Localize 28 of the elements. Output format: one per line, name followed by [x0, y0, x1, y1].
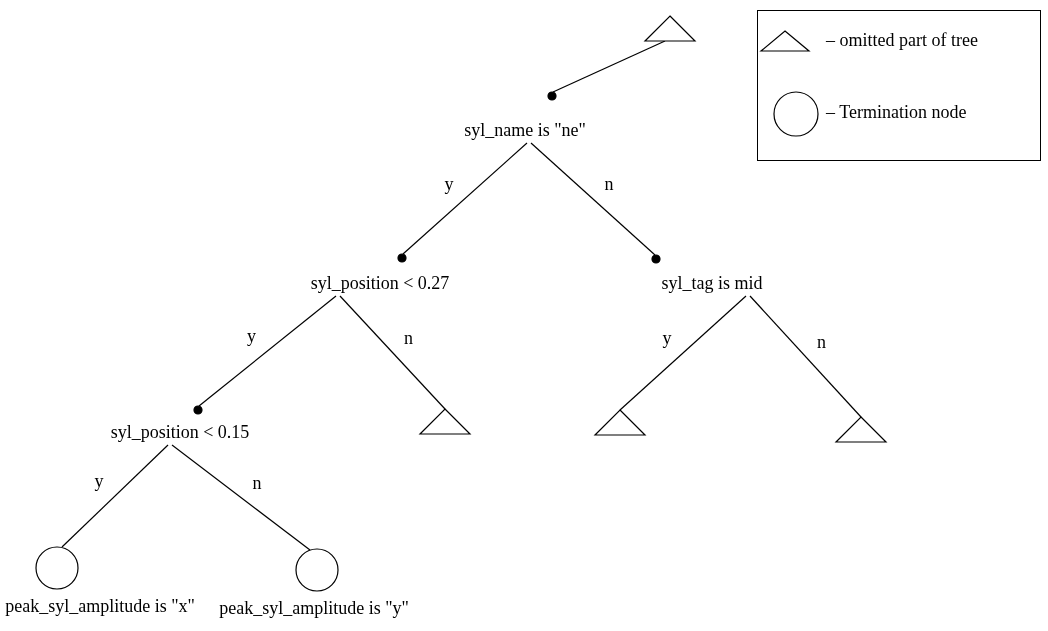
node-label: syl_name is "ne": [464, 120, 586, 140]
edge-label: y: [662, 328, 672, 348]
triangle-symbol: [835, 416, 887, 443]
connector-line: [198, 295, 337, 407]
connector-line: [402, 142, 528, 255]
edge-label: n: [252, 472, 262, 493]
edge-label: y: [247, 326, 256, 346]
triangle-symbol: [594, 409, 646, 436]
legend-text: – omitted part of tree: [826, 30, 978, 50]
triangle-symbol: [644, 15, 696, 42]
edge-label: n: [817, 331, 826, 352]
connector-line: [530, 142, 656, 256]
triangle-symbol: [419, 408, 471, 435]
node-label: syl_tag is mid: [661, 273, 763, 293]
node-label: peak_syl_amplitude is "x": [5, 596, 195, 616]
connector-line: [339, 295, 446, 410]
edge-label: y: [444, 173, 454, 194]
legend-text: – Termination node: [826, 102, 967, 122]
connector-line: [749, 295, 862, 418]
edge-label: n: [604, 174, 614, 194]
edge-label: y: [94, 471, 104, 491]
connector-line: [619, 295, 747, 411]
connector-line: [171, 444, 311, 551]
connector-line: [61, 444, 169, 548]
node-label: syl_position < 0.27: [310, 273, 450, 293]
node-label: syl_position < 0.15: [110, 422, 250, 442]
node-label: peak_syl_amplitude is "y": [219, 598, 409, 618]
edge-label: n: [404, 327, 413, 348]
